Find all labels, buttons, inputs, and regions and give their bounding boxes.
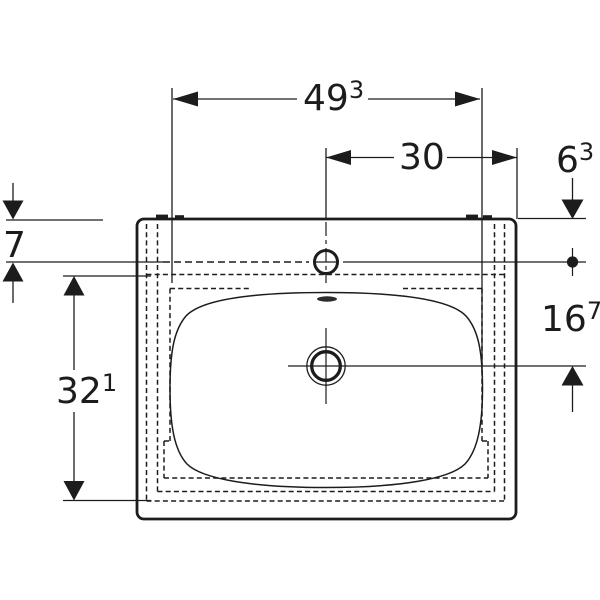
hidden-rect-middle	[156, 224, 496, 493]
arrow-up-icon	[63, 276, 85, 296]
drain	[288, 328, 586, 404]
dim-tap-to-front-label: 321	[56, 369, 117, 412]
drain-outer-circle	[306, 346, 346, 386]
arrow-down-icon	[561, 199, 584, 219]
basin-bowl	[169, 291, 484, 489]
arrow-up-icon	[2, 262, 24, 282]
rear-clip-right-b	[483, 215, 492, 219]
arrow-left-icon	[173, 91, 198, 107]
dim-tap-to-drain: 167	[541, 297, 600, 412]
tap-datum-line	[6, 248, 586, 276]
arrow-down-icon	[63, 481, 85, 501]
dim-basin-width: 493	[171, 76, 483, 372]
arrow-right-icon	[455, 91, 480, 107]
dim-rear-to-tap: 7	[2, 183, 103, 303]
drain-inner-circle	[310, 350, 342, 382]
dim-basin-width-label: 493	[303, 76, 364, 119]
tap-hole	[313, 148, 339, 283]
rear-clip-left-a	[156, 214, 168, 219]
dim-center-to-right-edge: 30	[326, 137, 518, 219]
arrow-down-icon	[2, 200, 24, 220]
tap-hole-circle	[313, 249, 339, 275]
basin-rim	[169, 291, 484, 489]
rear-clip-right-a	[466, 214, 478, 219]
arrow-right-icon	[492, 150, 517, 165]
dim-center-to-right-edge-label: 30	[399, 137, 445, 178]
dim-tap-to-front: 321	[56, 275, 151, 502]
dim-rear-to-tap-label: 7	[3, 225, 26, 266]
arrow-left-icon	[326, 150, 351, 165]
dim-rear-offset: 63	[518, 138, 594, 220]
dim-tap-to-drain-label: 167	[541, 297, 600, 340]
arrow-up-icon	[561, 366, 584, 386]
dim-rear-offset-label: 63	[556, 138, 594, 181]
rear-clip-left-b	[175, 215, 184, 219]
overflow-slot	[317, 296, 337, 302]
